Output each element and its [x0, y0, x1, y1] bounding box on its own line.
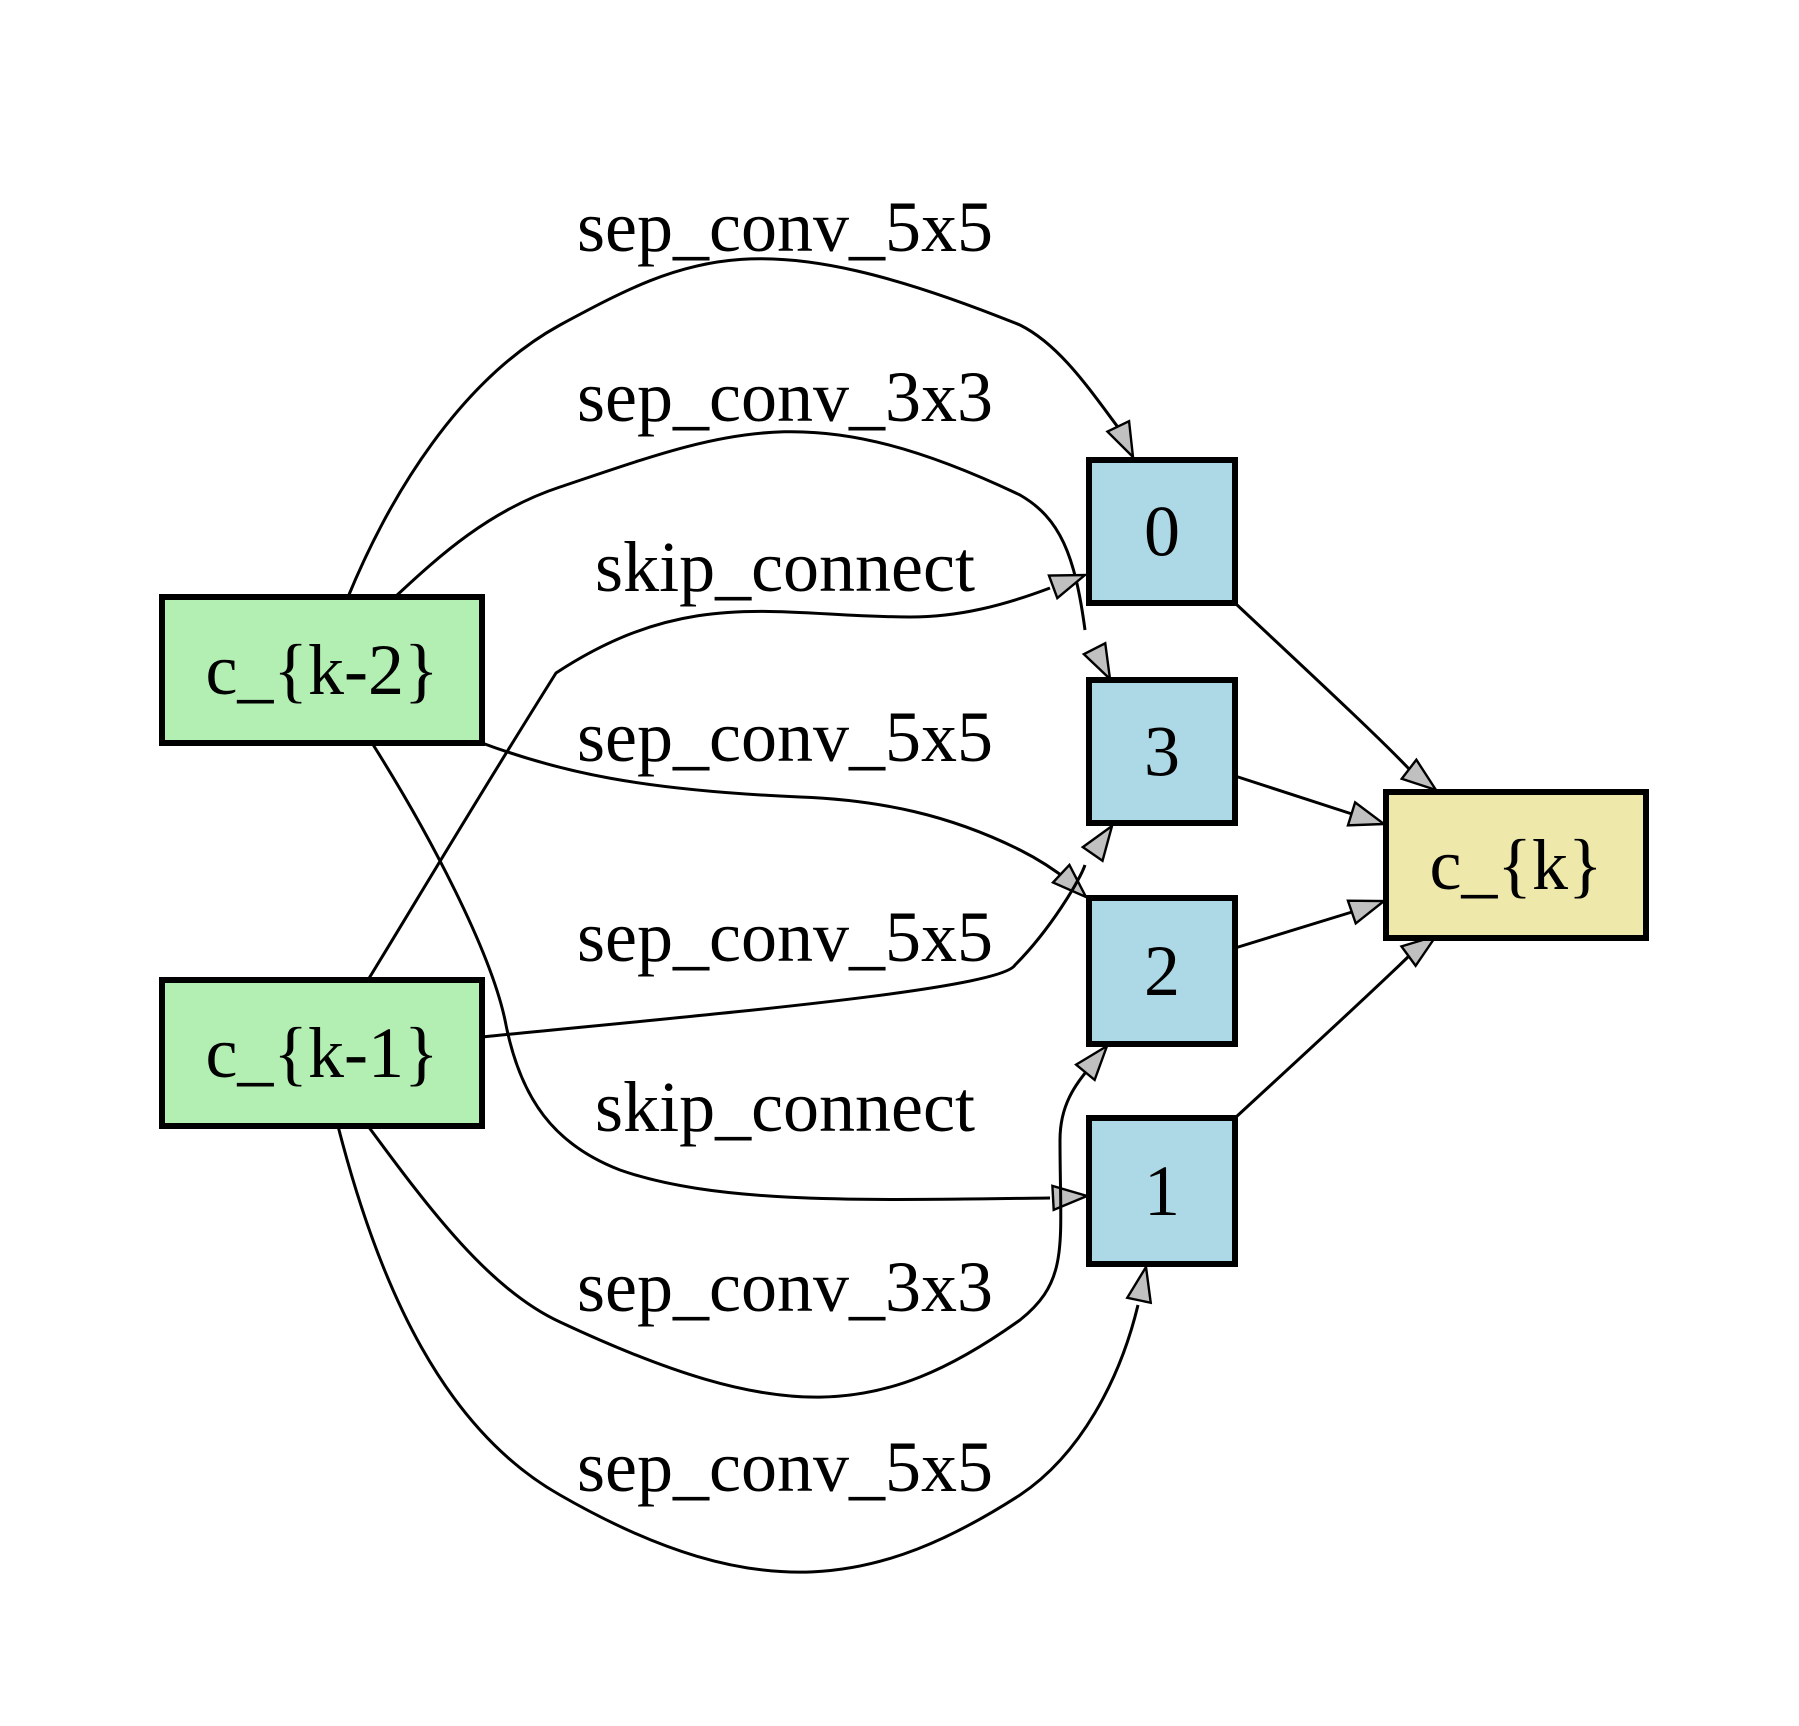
edge-e12	[1233, 933, 1439, 1120]
edge-e7	[366, 1043, 1110, 1399]
nodes: c_{k-2} c_{k-1} 0 3 2 1 c_{k}	[159, 457, 1649, 1267]
node-box	[1086, 1115, 1238, 1267]
edge-line	[370, 742, 1051, 1201]
node-label: 3	[1144, 712, 1180, 792]
node-n1: 1	[1086, 1115, 1238, 1267]
edge-e5	[481, 823, 1115, 1039]
edge-labels: sep_conv_5x5 sep_conv_3x3 skip_connect sep_…	[577, 187, 993, 1507]
edge-line	[1234, 910, 1353, 950]
node-box	[159, 594, 485, 746]
node-box	[1086, 677, 1238, 826]
edge-line	[1233, 953, 1412, 1120]
edge-line	[1234, 774, 1353, 816]
edge-line	[481, 741, 1071, 884]
node-label: 1	[1144, 1151, 1180, 1231]
edge-label-e3: skip_connect	[595, 527, 975, 607]
edge-line	[1233, 601, 1412, 772]
node-n3: 3	[1086, 677, 1238, 826]
node-box	[1383, 789, 1649, 941]
edge-e1	[346, 257, 1135, 598]
arrowhead-icon	[1346, 899, 1388, 926]
edge-label-e8: sep_conv_5x5	[577, 1427, 993, 1507]
node-box	[159, 977, 485, 1129]
edge-line	[366, 1062, 1095, 1399]
node-ck: c_{k}	[1383, 789, 1649, 941]
node-label: c_{k-1}	[205, 1013, 438, 1093]
node-n2: 2	[1086, 895, 1238, 1047]
node-box	[1086, 457, 1238, 606]
node-label: 2	[1144, 931, 1180, 1011]
edge-line	[481, 864, 1087, 1039]
node-ck2: c_{k-2}	[159, 594, 485, 746]
arrowhead-icon	[1125, 1263, 1153, 1305]
edge-e11	[1234, 899, 1388, 950]
arrowhead-icon	[1399, 933, 1439, 968]
node-label: c_{k-2}	[205, 630, 438, 710]
edge-e10	[1234, 774, 1388, 827]
edge-e3	[366, 573, 1089, 981]
arrowhead-icon	[1081, 641, 1112, 683]
edge-label-e7: sep_conv_3x3	[577, 1247, 993, 1327]
node-label: c_{k}	[1429, 825, 1602, 905]
node-n0: 0	[1086, 457, 1238, 606]
edges	[336, 257, 1439, 1574]
edge-label-e6: skip_connect	[595, 1067, 975, 1147]
arrowhead-icon	[1399, 757, 1439, 793]
node-box	[1086, 895, 1238, 1047]
edge-e2	[393, 430, 1112, 683]
arrowhead-icon	[1080, 823, 1115, 863]
arrowhead-icon	[1346, 800, 1388, 827]
edge-line	[346, 257, 1122, 598]
edge-label-e1: sep_conv_5x5	[577, 187, 993, 267]
arrowhead-icon	[1105, 419, 1135, 461]
node-ck1: c_{k-1}	[159, 977, 485, 1129]
arrowhead-icon	[1074, 1043, 1110, 1082]
edge-line	[336, 1125, 1140, 1574]
edge-e8	[336, 1125, 1153, 1574]
edge-label-e4: sep_conv_5x5	[577, 697, 993, 777]
arrowhead-icon	[1047, 573, 1089, 601]
edge-label-e5: sep_conv_5x5	[577, 897, 993, 977]
node-label: 0	[1144, 492, 1180, 572]
edge-line	[366, 586, 1051, 981]
edge-label-e2: sep_conv_3x3	[577, 357, 993, 437]
edge-line	[393, 430, 1087, 631]
edge-e9	[1233, 601, 1439, 793]
